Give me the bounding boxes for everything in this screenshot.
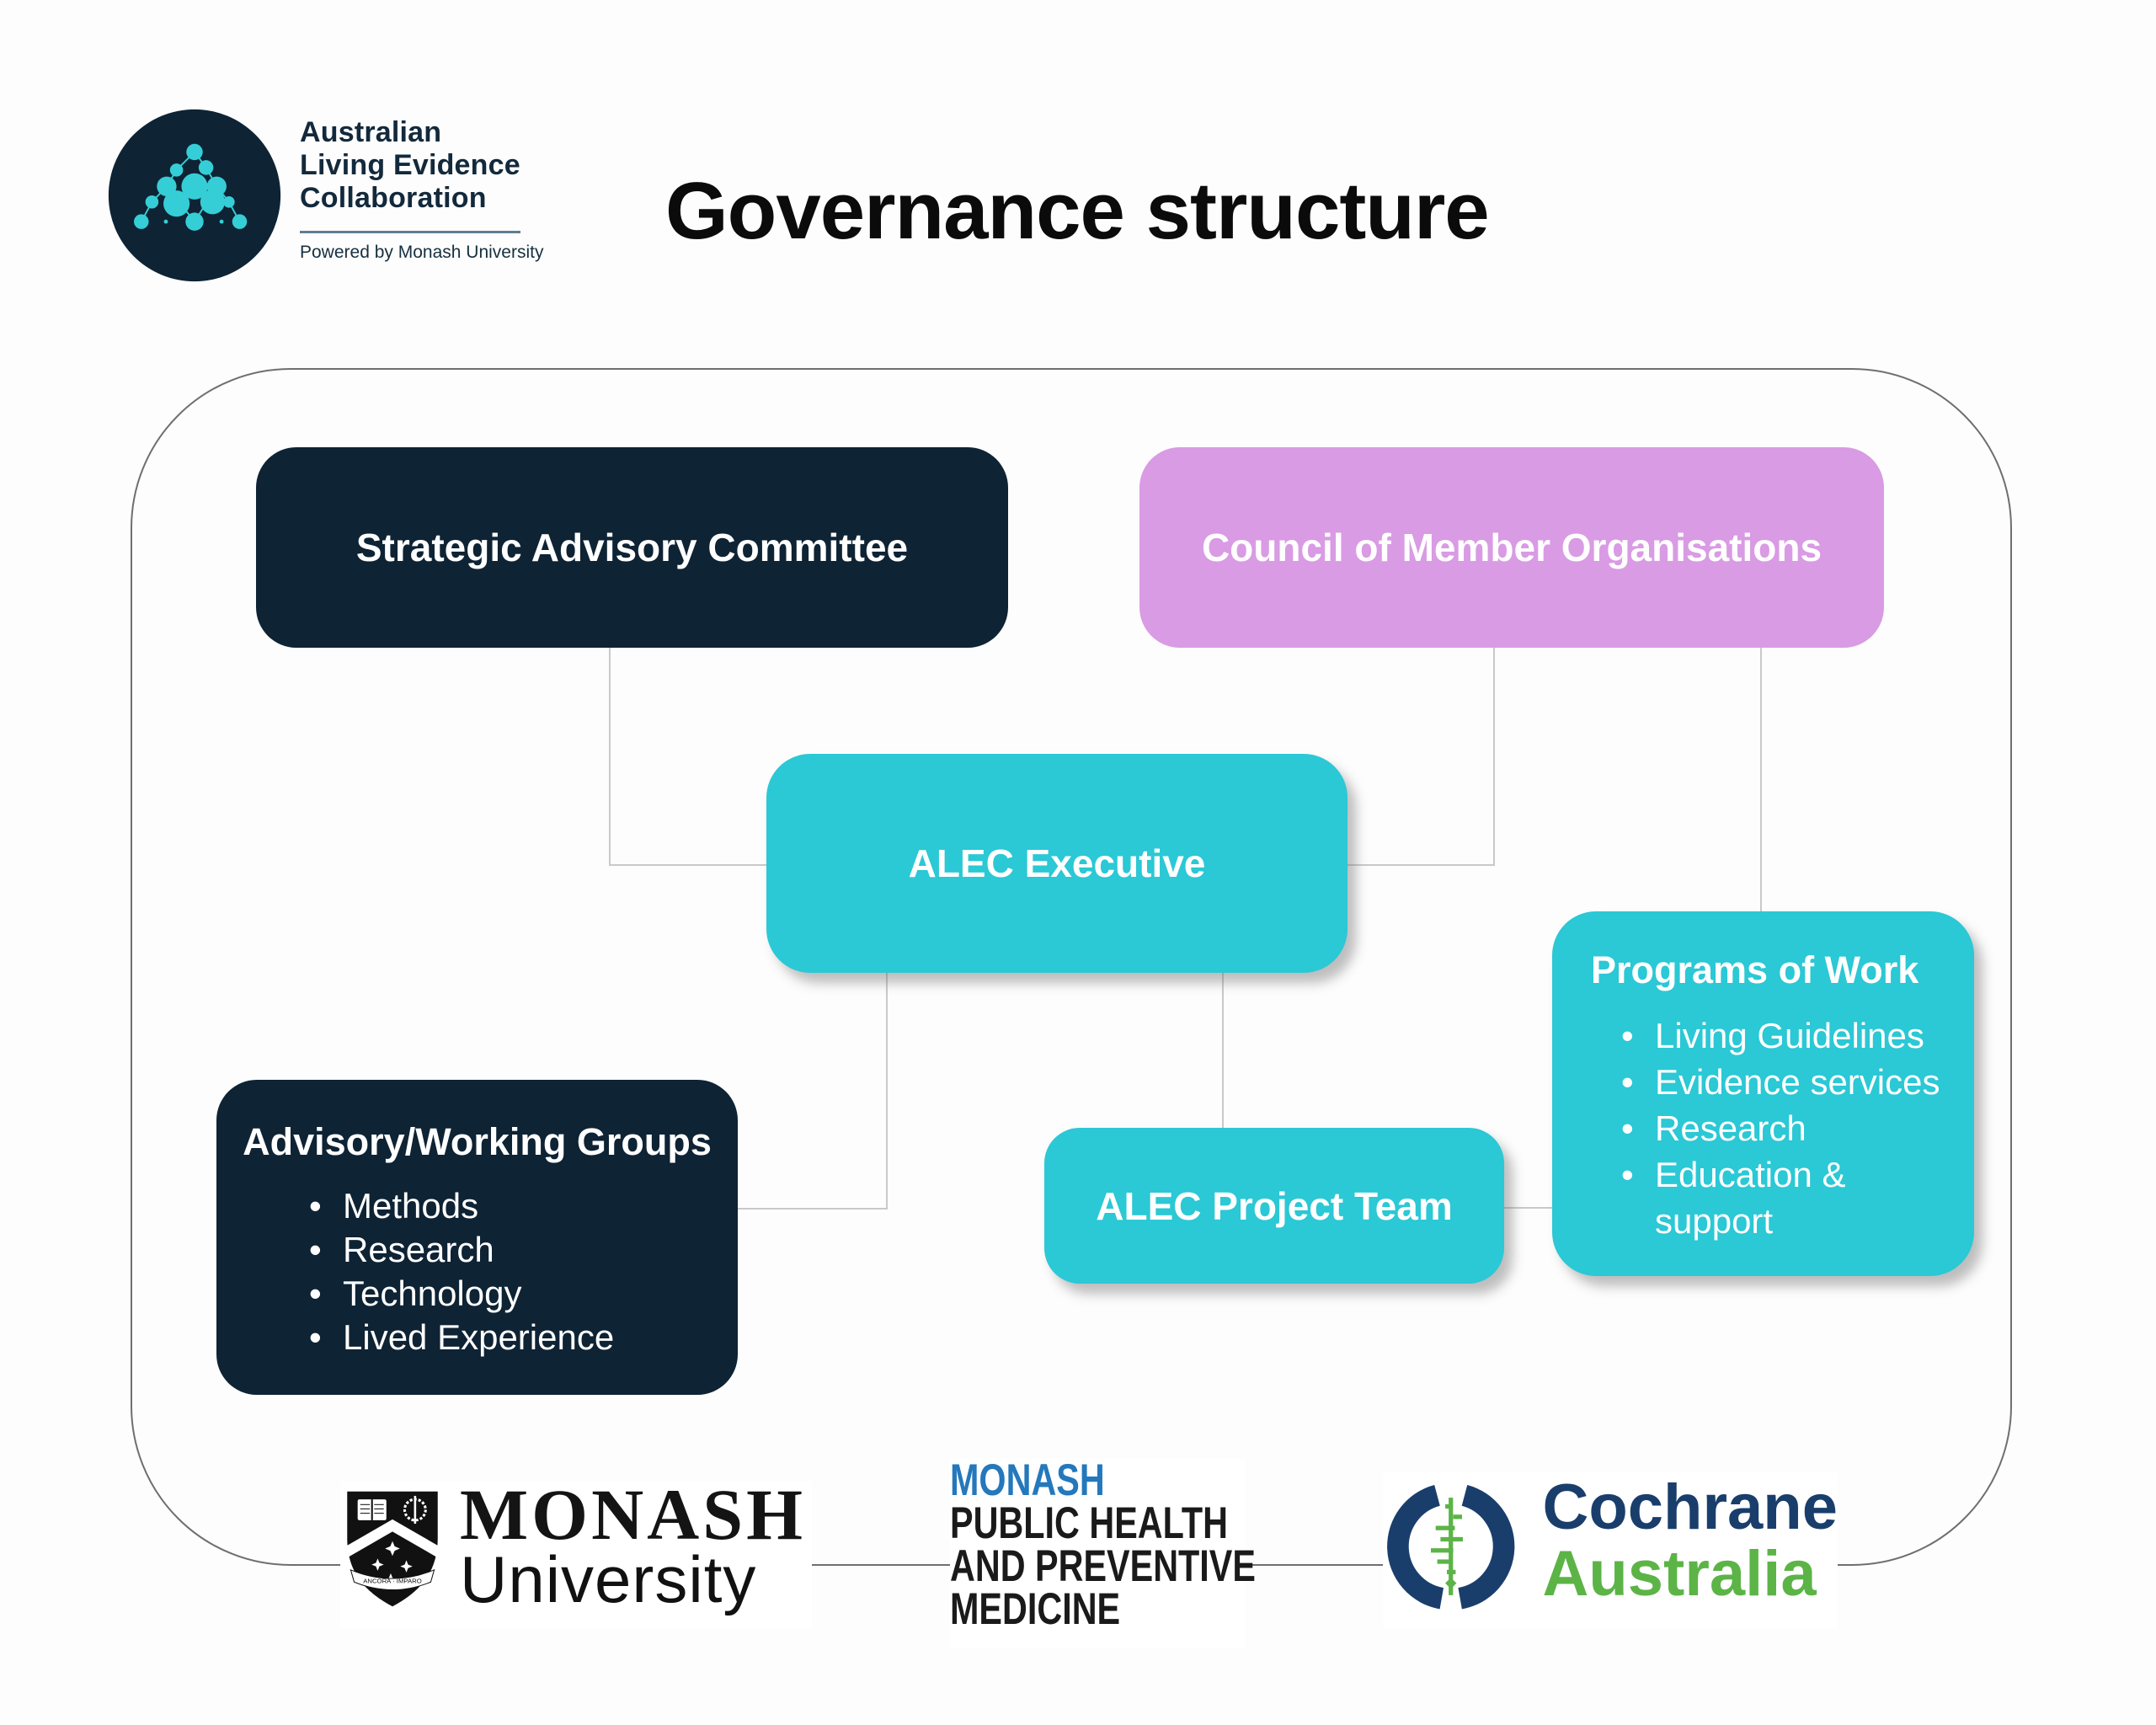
alec-logo <box>104 105 285 286</box>
monash-public-health-logo: MONASH PUBLIC HEALTH AND PREVENTIVE MEDI… <box>950 1455 1256 1648</box>
list-item: Methods <box>309 1184 738 1228</box>
monash-shield-icon: ANCORA · IMPARO <box>347 1491 438 1607</box>
cochrane-australia-logo: Cochrane Australia <box>1383 1472 1838 1628</box>
council-of-member-organisations-box: Council of Member Organisations <box>1139 447 1884 648</box>
monash-university-word: University <box>460 1542 757 1616</box>
programs-of-work-box: Programs of Work Living Guidelines Evide… <box>1552 911 1974 1276</box>
panel-title: Advisory/Working Groups <box>243 1120 712 1163</box>
list-item: Lived Experience <box>309 1316 738 1359</box>
advisory-groups-list: Methods Research Technology Lived Experi… <box>309 1184 738 1359</box>
list-item: Education & support <box>1621 1151 1967 1244</box>
strategic-advisory-committee-box: Strategic Advisory Committee <box>256 447 1008 648</box>
monash-motto: ANCORA · IMPARO <box>363 1577 422 1584</box>
alec-executive-box: ALEC Executive <box>766 754 1348 973</box>
connector-line <box>1222 973 1224 1128</box>
list-item: Technology <box>309 1272 738 1316</box>
page-title: Governance structure <box>665 166 1490 256</box>
org-name-line: Living Evidence <box>300 149 520 181</box>
monash-name: MONASH <box>460 1474 806 1555</box>
org-name-line: Collaboration <box>300 182 487 214</box>
connector-line <box>1760 648 1762 911</box>
monash-wordmark: MONASH University <box>460 1474 806 1616</box>
org-name-line: Australian <box>300 116 442 148</box>
sph-line: AND PREVENTIVE <box>950 1541 1256 1591</box>
alec-project-team-box: ALEC Project Team <box>1044 1128 1504 1284</box>
list-item: Evidence services <box>1621 1059 1967 1105</box>
monash-university-logo: ANCORA · IMPARO MONASH University <box>340 1474 812 1628</box>
sph-line: MONASH <box>950 1455 1105 1505</box>
advisory-working-groups-box: Advisory/Working Groups Methods Research… <box>216 1080 738 1395</box>
box-label: ALEC Project Team <box>1096 1183 1453 1228</box>
box-label: ALEC Executive <box>908 841 1206 885</box>
connector-line <box>886 973 888 1210</box>
panel-title: Programs of Work <box>1591 948 1919 991</box>
box-label: Council of Member Organisations <box>1201 526 1822 569</box>
list-item: Living Guidelines <box>1621 1012 1967 1059</box>
connector-line <box>738 1208 886 1210</box>
list-item: Research <box>309 1228 738 1272</box>
connector-line <box>1504 1207 1552 1209</box>
sph-line: PUBLIC HEALTH <box>950 1498 1228 1548</box>
connector-line <box>609 648 611 866</box>
connector-line <box>1348 864 1493 866</box>
alec-wordmark: Australian Living Evidence Collaboration… <box>300 116 543 263</box>
cochrane-ring-icon <box>1387 1485 1515 1610</box>
connector-line <box>1493 648 1495 866</box>
connector-line <box>609 864 766 866</box>
sph-line: MEDICINE <box>950 1584 1121 1634</box>
wordmark-tagline: Powered by Monash University <box>300 243 544 262</box>
list-item: Research <box>1621 1105 1967 1151</box>
wordmark-divider <box>300 231 520 233</box>
cochrane-region: Australia <box>1542 1538 1817 1610</box>
network-icon <box>108 109 281 282</box>
cochrane-wordmark: Cochrane Australia <box>1542 1474 1838 1607</box>
programs-list: Living Guidelines Evidence services Rese… <box>1621 1012 1974 1244</box>
cochrane-name: Cochrane <box>1542 1471 1838 1543</box>
box-label: Strategic Advisory Committee <box>355 526 909 569</box>
